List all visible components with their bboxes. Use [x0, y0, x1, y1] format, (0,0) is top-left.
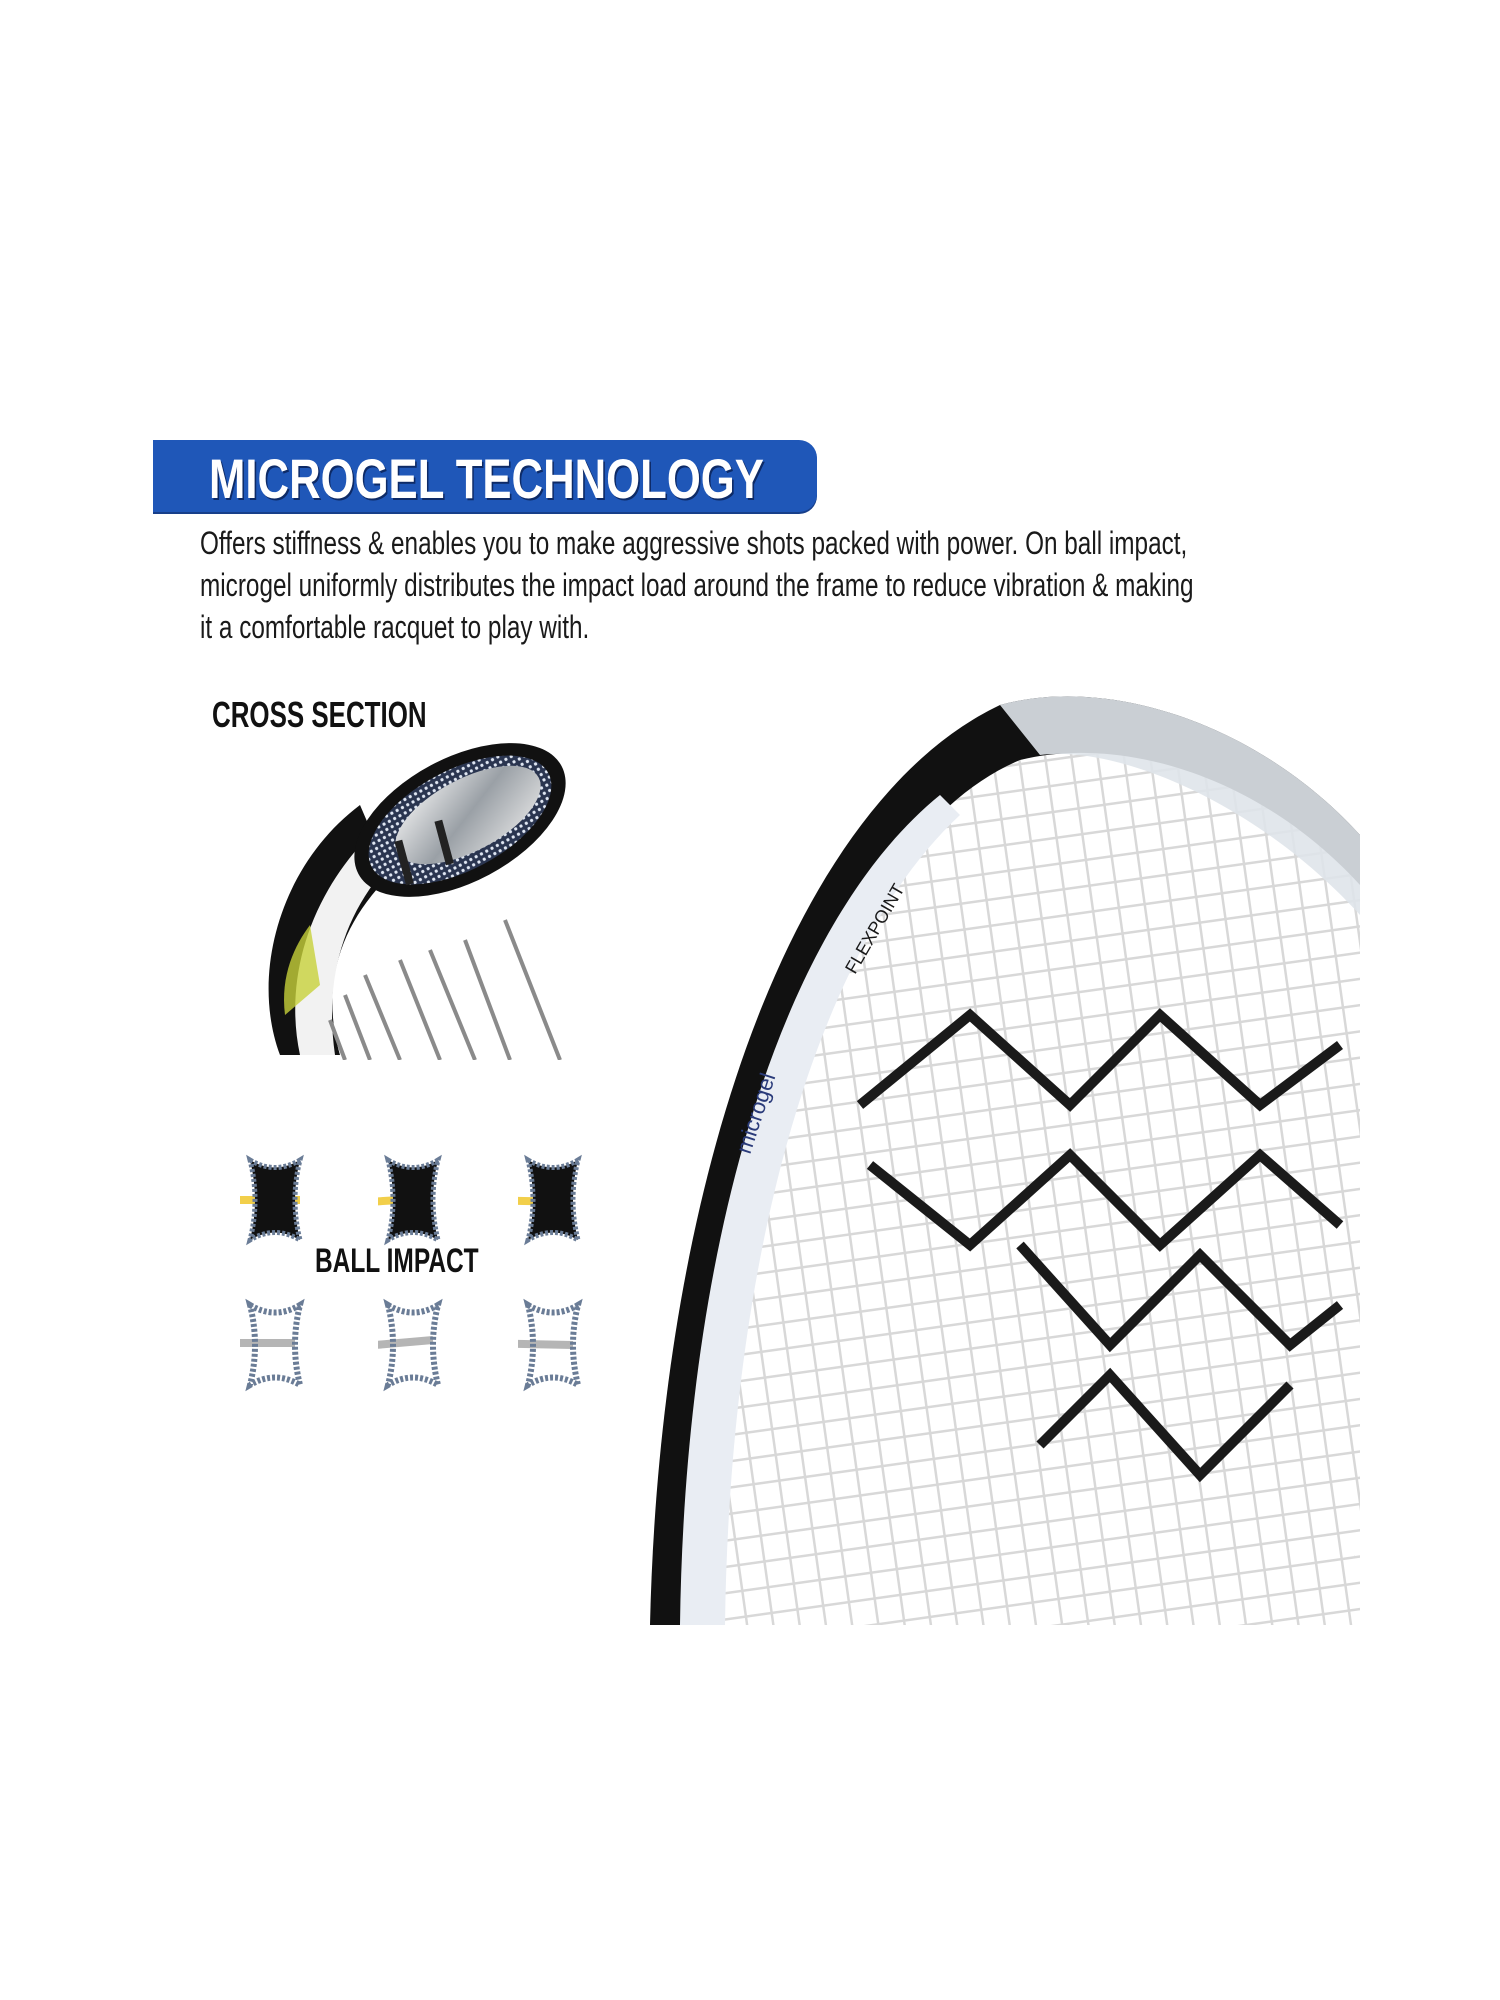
- description-line: microgel uniformly distributes the impac…: [200, 567, 1194, 603]
- description: Offers stiffness & enables you to make a…: [200, 522, 1264, 648]
- cross-section-illustration: [268, 743, 566, 1060]
- impact-diagram-standard-3: [518, 1298, 583, 1392]
- impact-diagram-standard-2: [378, 1298, 443, 1392]
- title-banner: MICROGEL TECHNOLOGY: [153, 440, 817, 512]
- cross-section-label: CROSS SECTION: [212, 694, 427, 735]
- description-line: Offers stiffness & enables you to make a…: [200, 525, 1188, 561]
- impact-diagram-gel-3: [518, 1154, 582, 1246]
- ball-impact-label: BALL IMPACT: [315, 1242, 479, 1280]
- impact-diagram-gel-2: [378, 1154, 442, 1246]
- impact-diagram-gel-1: [240, 1154, 304, 1246]
- impact-diagram-standard-1: [240, 1298, 305, 1392]
- racquet-illustration: microgel FLEXPOINT: [650, 696, 1360, 1625]
- description-line: it a comfortable racquet to play with.: [200, 609, 590, 645]
- page-title: MICROGEL TECHNOLOGY: [209, 447, 764, 510]
